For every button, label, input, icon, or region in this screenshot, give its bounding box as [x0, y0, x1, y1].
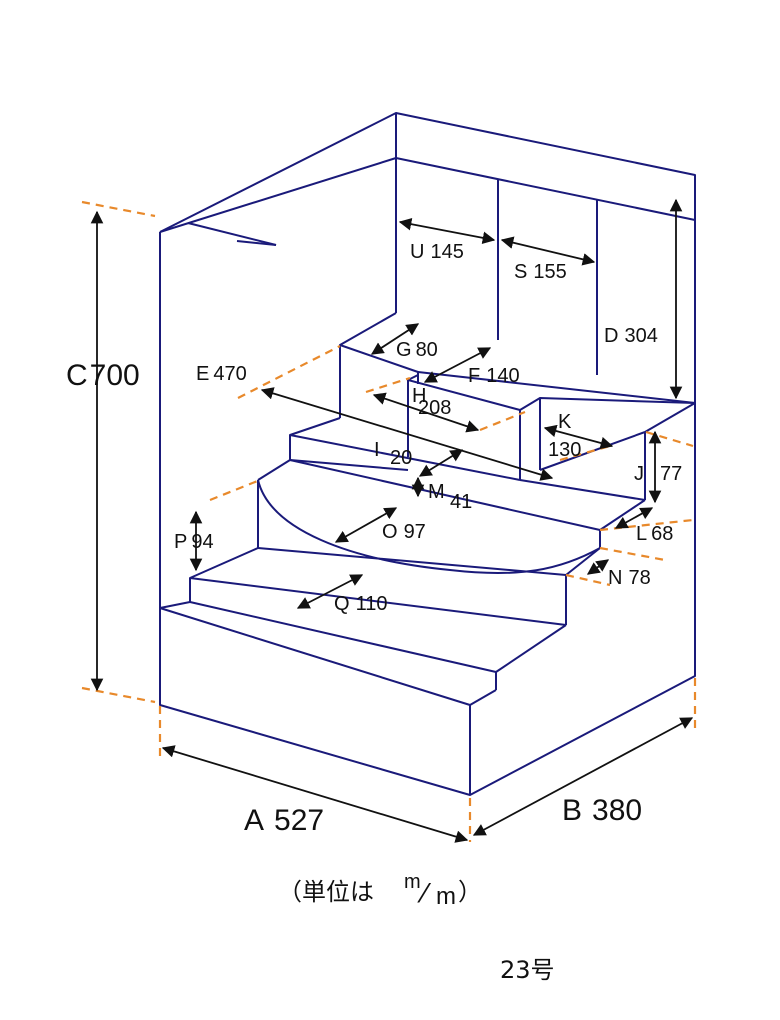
dimension-arrows — [90, 198, 694, 843]
unit-prefix: （単位は — [278, 878, 374, 906]
unit-suffix: ） — [458, 878, 482, 906]
label-j-value: 77 — [660, 463, 682, 485]
arrow-n — [586, 559, 610, 575]
structure-outline — [159, 112, 696, 796]
label-k-value: 130 — [548, 439, 581, 461]
arrow-k — [543, 424, 614, 450]
arrow-q — [296, 574, 364, 609]
label-m-value: 41 — [450, 491, 472, 513]
label-i-value: 20 — [390, 447, 412, 469]
arrow-s — [500, 236, 596, 266]
label-h-letter: H — [412, 385, 426, 407]
unit-den: m — [436, 883, 456, 910]
unit-num: m — [404, 871, 421, 893]
label-m-letter: M — [428, 481, 445, 503]
model-number: 23号 — [500, 956, 555, 984]
arrow-l — [614, 507, 654, 529]
label-i-letter: I — [374, 439, 380, 461]
unit-caption: （単位は m ⁄ m ） — [278, 871, 482, 910]
arrow-a — [161, 745, 469, 843]
label-c: C700 — [66, 359, 140, 392]
arrow-g — [370, 323, 420, 355]
arrow-f — [423, 347, 492, 383]
label-j-letter: J — [634, 463, 644, 485]
label-k-letter: K — [558, 411, 572, 433]
arrow-u — [398, 217, 496, 245]
arrow-b — [472, 717, 694, 836]
arrow-i — [418, 449, 464, 477]
label-h-value: 208 — [418, 397, 451, 419]
arrow-e — [260, 387, 554, 481]
arrow-o — [334, 507, 398, 543]
